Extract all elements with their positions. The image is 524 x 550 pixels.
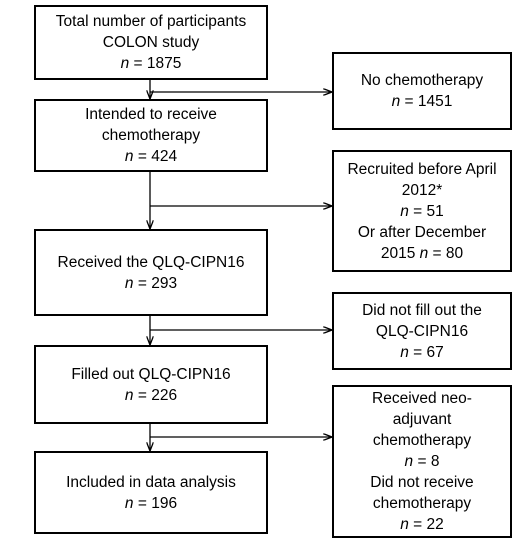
n-symbol: n <box>124 494 134 512</box>
box-received-questionnaire: Received the QLQ-CIPN16 n = 293 <box>34 229 268 316</box>
box-text: Did not receive <box>370 474 474 491</box>
n-symbol: n <box>404 453 414 470</box>
n-symbol: n <box>400 516 409 533</box>
n-symbol: n <box>124 274 134 292</box>
n-value: 226 <box>151 386 178 404</box>
n-symbol: n <box>400 202 409 220</box>
box-recruited-outside-period: Recruited before April 2012* n = 51 Or a… <box>332 150 512 272</box>
n-symbol: n <box>400 343 409 361</box>
box-text: No chemotherapy <box>360 72 484 89</box>
n-value: 293 <box>151 274 178 292</box>
n-value: 1875 <box>146 55 182 72</box>
box-text: Did not fill out the <box>362 301 482 319</box>
box-text: chemotherapy <box>372 495 472 512</box>
n-value: 67 <box>426 343 444 361</box>
n-value: 8 <box>430 453 440 470</box>
box-did-not-fill-out: Did not fill out the QLQ-CIPN16 n = 67 <box>332 292 512 370</box>
box-text: Total number of participants <box>55 13 247 30</box>
n-value: 1451 <box>417 93 453 110</box>
n-value: 22 <box>426 516 444 533</box>
box-text: Received neo- <box>372 390 472 407</box>
n-value: 196 <box>151 494 178 512</box>
box-text: 2012* <box>401 181 443 199</box>
box-text: Or after December <box>357 223 487 241</box>
box-text: Included in data analysis <box>66 473 236 491</box>
n-symbol: n <box>124 148 134 165</box>
box-text: adjuvant <box>392 411 452 428</box>
box-text: 2015 <box>380 244 420 262</box>
box-text: Received the QLQ-CIPN16 <box>57 253 245 271</box>
box-neo-adjuvant-excluded: Received neo- adjuvant chemotherapy n = … <box>332 385 512 538</box>
box-text: QLQ-CIPN16 <box>375 322 469 340</box>
box-text: Recruited before April <box>347 160 497 178</box>
box-filled-out-questionnaire: Filled out QLQ-CIPN16 n = 226 <box>34 345 268 424</box>
n-value: 424 <box>151 148 178 165</box>
n-symbol: n <box>120 55 130 72</box>
box-no-chemotherapy: No chemotherapy n = 1451 <box>332 52 512 130</box>
box-text: Intended to receive <box>85 106 217 123</box>
n-value: 51 <box>426 202 444 220</box>
box-text: Filled out QLQ-CIPN16 <box>71 365 231 383</box>
n-symbol: n <box>391 93 401 110</box>
box-text: chemotherapy <box>101 127 201 144</box>
box-total-participants: Total number of participants COLON study… <box>34 5 268 80</box>
n-value: 80 <box>445 244 464 262</box>
n-symbol: n <box>124 386 134 404</box>
n-symbol: n <box>419 244 429 262</box>
box-intended-chemotherapy: Intended to receive chemotherapy n = 424 <box>34 99 268 172</box>
box-text: chemotherapy <box>372 432 472 449</box>
box-text: COLON study <box>102 34 200 51</box>
box-included-analysis: Included in data analysis n = 196 <box>34 451 268 534</box>
